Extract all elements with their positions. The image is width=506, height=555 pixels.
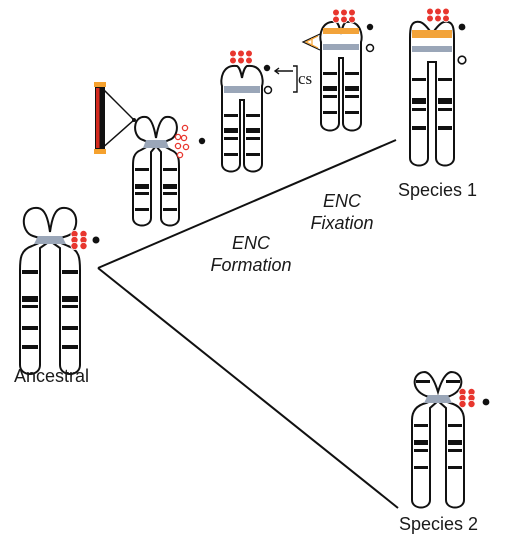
stage2-cluster-icon — [229, 49, 253, 65]
branch-species1 — [97, 139, 397, 269]
species1-dot-icon — [458, 23, 466, 31]
species1-chromosome — [409, 7, 467, 167]
stage2-dot-icon — [263, 64, 271, 72]
stage3-open-dot-icon — [365, 43, 375, 53]
cs-arrow-icon — [273, 65, 298, 93]
species1-label: Species 1 — [398, 180, 478, 200]
stage3-chromosome — [301, 8, 375, 132]
ancestral-label: Ancestral — [14, 366, 90, 386]
species2-label: Species 2 — [399, 514, 479, 534]
species2-dot-icon — [482, 398, 490, 406]
stage1-dot-icon — [198, 137, 206, 145]
species2-chromosome — [411, 370, 490, 509]
ancestral-chromosome — [19, 206, 100, 375]
stage2-chromosome — [220, 49, 298, 173]
enc-formation-line1: ENC — [231, 233, 270, 253]
enc-fixation-line1: ENC — [322, 191, 361, 211]
enc-fixation-label: ENC Fixation — [292, 190, 392, 234]
species1-cluster-icon — [426, 7, 450, 23]
cs-label: cs — [298, 69, 313, 88]
enc-formation-label: ENC Formation — [196, 232, 306, 276]
insertion-element-icon — [94, 82, 136, 154]
ancestral-cluster-icon — [70, 229, 88, 251]
species2-cluster-icon — [458, 387, 476, 409]
stage3-dot-icon — [366, 23, 374, 31]
stage2-open-dot-icon — [263, 85, 273, 95]
stage1-chromosome — [94, 82, 206, 227]
species1-open-dot-icon — [457, 55, 467, 65]
element-fragment-icon — [301, 33, 321, 51]
stage3-cluster-icon — [332, 8, 356, 24]
stage1-scattered-cluster-icon — [174, 124, 190, 159]
enc-formation-line2: Formation — [210, 255, 292, 275]
enc-fixation-line2: Fixation — [310, 213, 374, 233]
branch-species2 — [97, 267, 399, 509]
ancestral-dot-icon — [92, 236, 100, 244]
